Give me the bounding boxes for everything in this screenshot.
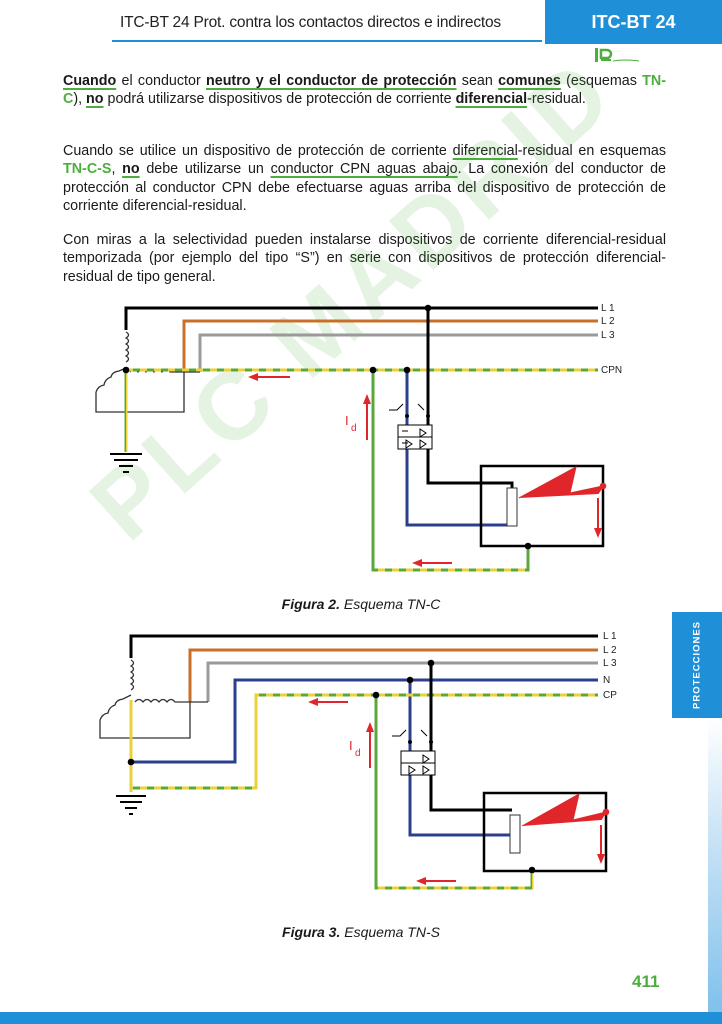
caption-number: Figura 2. [281,596,340,612]
rcd-breaker-icon [389,403,433,450]
text-span: sean [456,73,499,89]
paragraph-tn-c-s: Cuando se utilice un dispositivo de prot… [63,142,666,215]
load-enclosure [479,464,605,548]
id-label: I [349,738,353,753]
id-sub-label: d [355,748,361,759]
side-section-label: PROTECCIONES [691,620,703,710]
load-enclosure [482,791,608,873]
text-span: , [111,161,123,178]
text-span: (esquemas [560,73,643,89]
label-l3: L 3 [601,330,615,341]
text-span: . La conexión del conductor de protecció… [63,161,666,214]
caption-text: Esquema TN-S [340,924,440,940]
right-gradient-strip [708,718,722,1016]
label-l2: L 2 [601,316,615,327]
caption-number: Figura 3. [282,924,341,940]
fault-bolt-icon [518,466,605,499]
label-l2: L 2 [603,645,617,656]
ground-icon [110,453,142,473]
label-l3: L 3 [603,658,617,669]
text-span: debe utilizarse un [139,161,271,178]
rcd-breaker-icon [392,729,436,776]
side-section-tab [672,612,722,718]
header-tab: ITC-BT 24 [545,0,722,44]
text-no: no [122,161,140,178]
page-number: 411 [632,972,660,991]
load-resistor-icon [506,487,518,527]
text-span: el conductor [116,73,207,89]
label-cpn: CPN [601,365,622,376]
ground-icon [116,795,146,815]
text-span: -residual en esquemas [517,143,667,159]
text-span: podrá utilizarse dispositivos de protecc… [103,91,456,108]
current-arrow-icon [248,373,452,567]
id-label: I [345,413,349,428]
current-arrow-icon [308,698,456,885]
text-diferencial: diferencial [455,91,528,108]
id-sub-label: d [351,423,357,434]
text-no: no [86,91,104,108]
bottom-bar [0,1012,722,1024]
load-resistor-icon [509,814,521,854]
label-l1: L 1 [603,631,617,642]
text-span: Cuando se utilice un dispositivo de prot… [63,143,453,159]
text-conductor-cpn: conductor CPN aguas abajo [270,161,458,178]
brand-logo-icon [595,48,640,62]
diagram-tn-c: I d L 1 L 2 L 3 CPN [95,303,622,572]
text-comunes: comunes [498,73,561,89]
text-span: ), [73,91,87,108]
text-neutro-proteccion: neutro y el conductor de protección [206,73,457,89]
figure2-caption: Figura 2. Esquema TN-C [0,596,722,612]
label-cp: CP [603,690,617,701]
text-tn-c: TN-C [63,73,666,108]
label-n: N [603,675,610,686]
caption-text: Esquema TN-C [340,596,441,612]
fault-bolt-icon [521,793,608,827]
paragraph-selectividad: Con miras a la selectividad pueden insta… [63,232,666,285]
diagram-tn-s: I d L 1 L 2 L 3 N CP [99,631,617,890]
text-diferencial: diferencial [452,143,518,159]
label-l1: L 1 [601,303,615,314]
header-title: ITC-BT 24 Prot. contra los contactos dir… [120,14,501,31]
text-tn-c-s: TN-C-S [63,161,112,178]
header-rule [112,40,542,42]
text-cuando: Cuando [63,73,117,89]
figure3-caption: Figura 3. Esquema TN-S [0,924,722,940]
transformer-icon [99,659,208,739]
text-span: -residual. [527,91,586,108]
paragraph-tn-c: Cuando el conductor neutro y el conducto… [63,72,666,109]
